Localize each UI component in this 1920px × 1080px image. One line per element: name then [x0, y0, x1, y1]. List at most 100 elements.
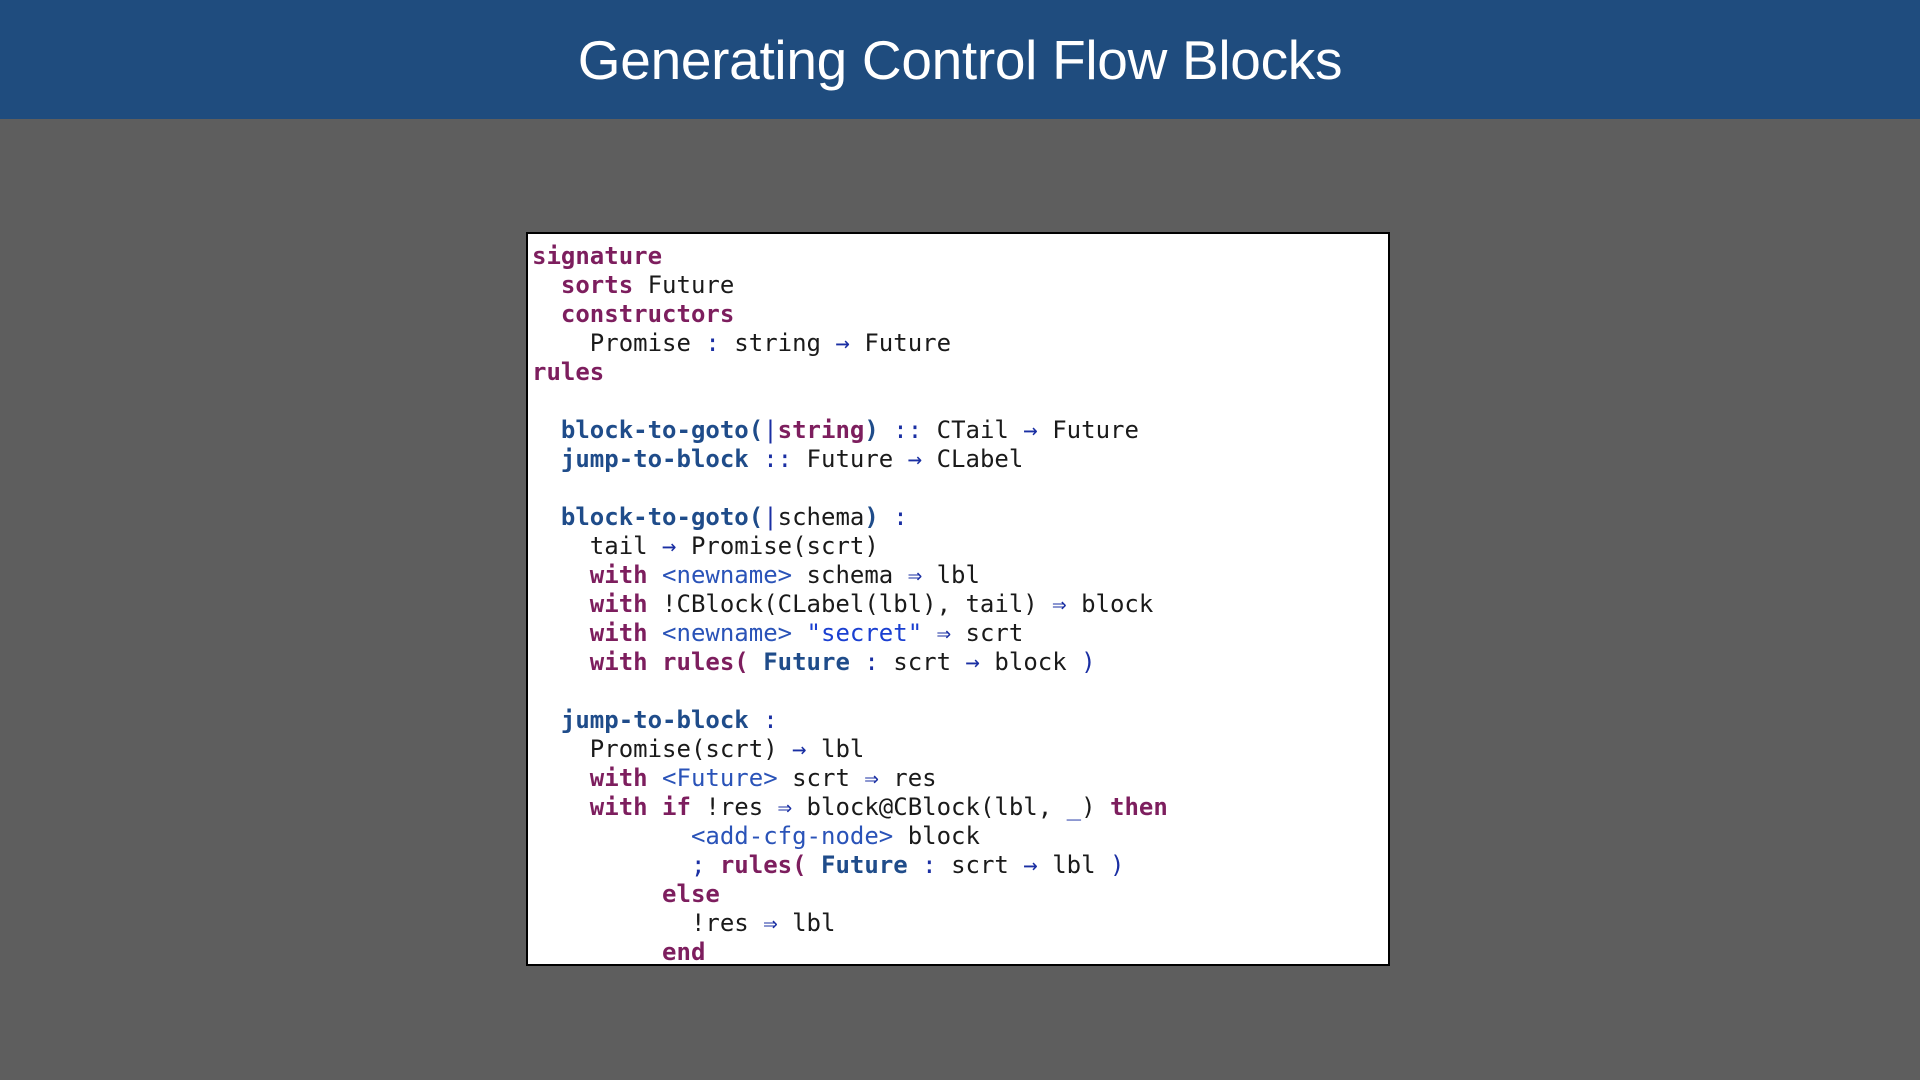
code-token: if [662, 793, 691, 821]
code-token: ⇒ [1052, 590, 1067, 618]
code-token: ⇒ [936, 619, 952, 647]
code-token: scrt [878, 648, 966, 676]
code-token [879, 503, 893, 531]
code-token: CLabel [922, 445, 1024, 473]
code-token: → [792, 735, 807, 763]
code-token: Future [763, 648, 850, 676]
code-line: rules [532, 358, 1388, 387]
code-token [532, 851, 691, 879]
code-token [532, 445, 561, 473]
code-line: end [532, 938, 1388, 966]
code-token [532, 648, 590, 676]
code-token: block [979, 648, 1082, 676]
code-line: constructors [532, 300, 1388, 329]
code-token [532, 880, 662, 908]
code-token: !res [690, 793, 778, 821]
code-token: <Future> [662, 764, 778, 792]
code-line: signature [532, 242, 1388, 271]
code-token [879, 416, 893, 444]
code-line: jump-to-block :: Future → CLabel [532, 445, 1388, 474]
code-token: with [589, 764, 648, 792]
code-token: <add-cfg-node> [690, 822, 894, 850]
code-token [532, 938, 662, 964]
code-token: then [1110, 793, 1168, 821]
code-token: scrt [951, 619, 1024, 647]
code-token [648, 619, 662, 647]
code-token: | [763, 503, 778, 531]
code-token: with [589, 619, 648, 647]
code-token: ) [1110, 851, 1125, 879]
code-listing: signature sorts Future constructors Prom… [526, 232, 1390, 966]
code-token: _ [1066, 793, 1082, 821]
code-token [850, 648, 864, 676]
code-token: :: [763, 445, 793, 473]
code-line [532, 677, 1388, 706]
code-token [922, 619, 936, 647]
code-token: res [878, 764, 937, 792]
code-token: <newname> [662, 619, 793, 647]
code-token [908, 851, 922, 879]
code-token: | [763, 416, 778, 444]
code-token [532, 416, 561, 444]
code-token: → [835, 329, 850, 357]
code-token [532, 561, 590, 589]
code-token: <newname> [662, 561, 793, 589]
code-token: tail [532, 532, 663, 560]
code-token: lbl [806, 735, 865, 763]
code-token: ⇒ [777, 793, 793, 821]
code-line: Promise : string → Future [532, 329, 1388, 358]
code-token: Promise(scrt) [676, 532, 879, 560]
code-token [532, 706, 561, 734]
code-token: schema [792, 561, 908, 589]
code-token [532, 271, 561, 299]
code-token: with [589, 561, 648, 589]
code-token: scrt [777, 764, 865, 792]
code-line: with <newname> schema ⇒ lbl [532, 561, 1388, 590]
code-token: schema [777, 503, 865, 531]
code-token [648, 648, 662, 676]
code-line: block-to-goto(|schema) : [532, 503, 1388, 532]
code-token [705, 851, 719, 879]
code-token [749, 706, 763, 734]
code-token: block [1066, 590, 1154, 618]
code-token: rules( [719, 851, 807, 879]
code-token: block@CBlock(lbl, [792, 793, 1067, 821]
code-token [648, 793, 662, 821]
code-line: with if !res ⇒ block@CBlock(lbl, _) then [532, 793, 1388, 822]
code-token: ⇒ [763, 909, 778, 937]
code-token: string [777, 416, 865, 444]
code-line [532, 387, 1388, 416]
code-token [749, 648, 763, 676]
code-line: block-to-goto(|string) :: CTail → Future [532, 416, 1388, 445]
code-token: end [662, 938, 706, 966]
code-token: → [662, 532, 677, 560]
code-token: ) [1081, 648, 1096, 676]
code-token [532, 590, 590, 618]
code-token: ) [864, 503, 879, 531]
code-token: signature [532, 242, 663, 270]
code-token: !res [532, 909, 764, 937]
code-token [532, 793, 590, 821]
code-token: → [1023, 851, 1038, 879]
code-token: block-to-goto( [560, 416, 764, 444]
code-token: with [589, 793, 648, 821]
code-line: tail → Promise(scrt) [532, 532, 1388, 561]
code-token: scrt [936, 851, 1024, 879]
code-token: Promise [532, 329, 706, 357]
code-token [532, 300, 561, 328]
code-line: with !CBlock(CLabel(lbl), tail) ⇒ block [532, 590, 1388, 619]
code-token [532, 822, 691, 850]
code-token: : [864, 648, 879, 676]
code-token: ) [1081, 793, 1111, 821]
code-token: Future [849, 329, 952, 357]
code-token: lbl [1037, 851, 1111, 879]
code-token: lbl [777, 909, 836, 937]
code-token: : [705, 329, 720, 357]
slide-title: Generating Control Flow Blocks [577, 28, 1343, 91]
code-token: with [589, 590, 648, 618]
code-token: → [965, 648, 980, 676]
code-token [532, 503, 561, 531]
code-token: jump-to-block [560, 706, 749, 734]
code-token: with [589, 648, 648, 676]
code-line: jump-to-block : [532, 706, 1388, 735]
